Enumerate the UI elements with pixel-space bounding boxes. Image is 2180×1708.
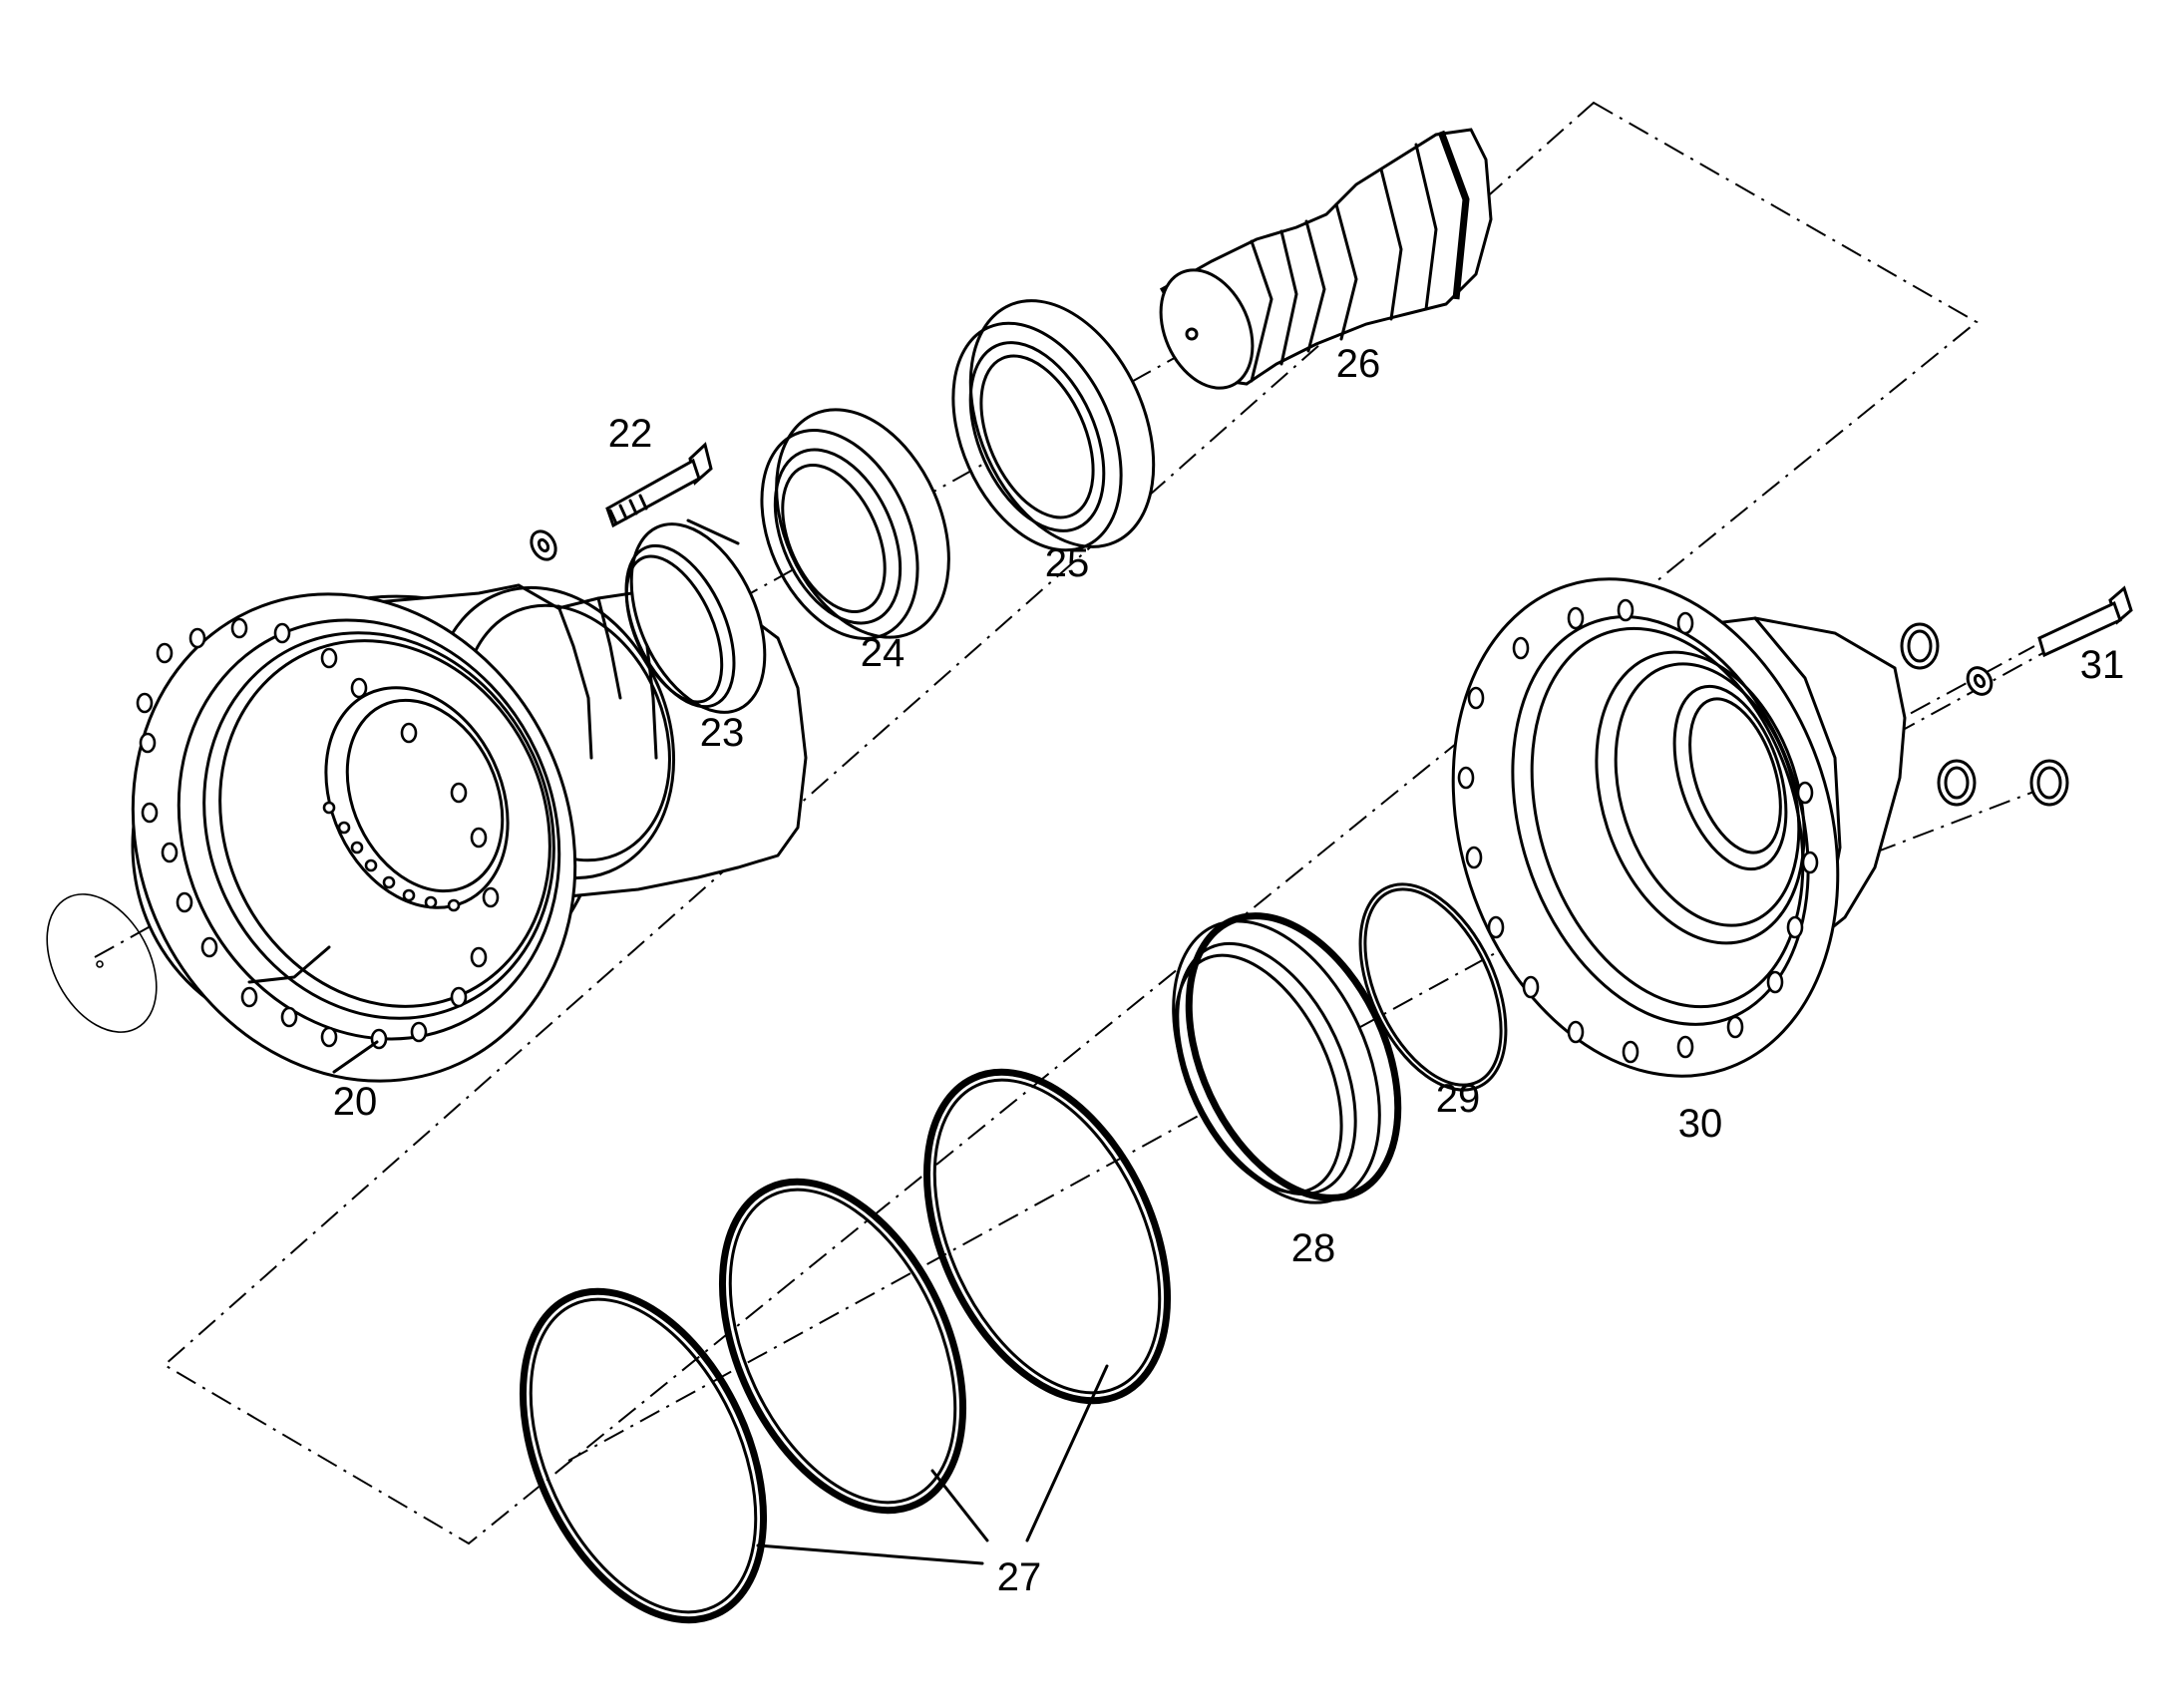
part-24-bearing: 24 xyxy=(760,408,950,675)
part-31-bolt: 31 xyxy=(1966,585,2133,696)
part-23-shaft-seal: 23 xyxy=(624,518,767,755)
part-30-bolt-holes xyxy=(1457,598,1819,1064)
center-axis-plugs xyxy=(1874,787,2045,854)
part-30-hub-housing: 30 xyxy=(1451,577,1907,1146)
label-part-20: 20 xyxy=(333,1080,378,1124)
part-28-seal-assembly: 28 xyxy=(1172,912,1402,1270)
label-part-30: 30 xyxy=(1678,1102,1723,1146)
label-part-26: 26 xyxy=(1336,342,1381,386)
label-part-24: 24 xyxy=(861,631,906,675)
part-20-cover-disc xyxy=(46,893,158,1033)
label-part-22: 22 xyxy=(608,412,653,456)
part-26-stepped-shaft: 26 xyxy=(1159,128,1493,390)
part-20-bolt-holes xyxy=(136,617,500,1050)
part-29-o-ring: 29 xyxy=(1358,882,1508,1121)
label-part-25: 25 xyxy=(1045,541,1090,585)
label-part-23: 23 xyxy=(700,711,745,755)
part-27-seal-rings: 27 xyxy=(519,1068,1172,1624)
part-20-inner-dots xyxy=(322,801,461,912)
label-part-29: 29 xyxy=(1436,1077,1481,1121)
label-part-27: 27 xyxy=(997,1555,1042,1599)
label-part-28: 28 xyxy=(1291,1226,1336,1270)
part-30-plugs xyxy=(1900,622,2069,807)
part-22-bolt: 22 xyxy=(530,412,713,561)
part-25-roller-bearing: 25 xyxy=(951,299,1156,585)
part-20-housing: 20 xyxy=(46,583,808,1124)
assembly-boundary xyxy=(163,101,1979,1545)
label-part-31: 31 xyxy=(2080,643,2125,687)
